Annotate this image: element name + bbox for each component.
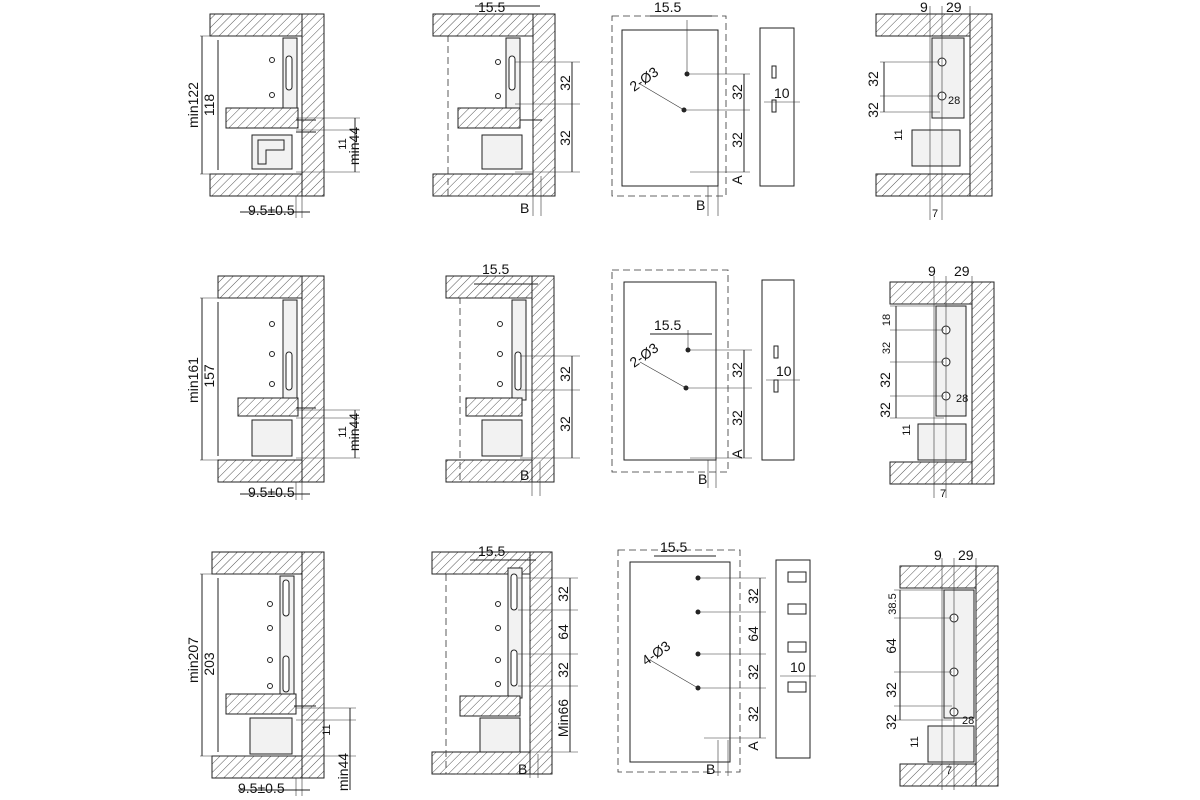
rear-spacing-2: 32 <box>877 372 893 388</box>
top-offset: 15.5 <box>478 543 505 559</box>
panel-spacing-1: 32 <box>729 362 745 378</box>
right-offset: 29 <box>946 0 962 15</box>
panel-top-offset: 15.5 <box>660 539 687 555</box>
inner-height: 118 <box>201 94 217 117</box>
min-bottom: min44 <box>346 413 362 451</box>
hole-spacing-2: 32 <box>557 130 573 146</box>
offset-dim: 9.5±0.5 <box>248 484 295 500</box>
panel-view-row2: 15.5 2-Ø3 32 32 A B 10 <box>611 269 800 488</box>
gap-dim: 11 <box>321 724 333 735</box>
gap-dim: 11 <box>337 138 349 149</box>
gap-dim: 11 <box>337 426 349 437</box>
ref-a: A <box>729 449 745 459</box>
rear-spacing-3: 32 <box>877 402 893 418</box>
front-view-row1: 15.5 32 32 B <box>432 0 580 216</box>
inner-height: 157 <box>201 364 217 388</box>
offset-dim: 9.5±0.5 <box>248 202 295 218</box>
rear-view-row1: 9 29 32 32 28 11 7 <box>865 0 993 220</box>
ref-b: B <box>520 200 529 216</box>
top-offset: 15.5 <box>478 0 505 15</box>
ref-b: B <box>518 761 527 777</box>
hole-callout: 2-Ø3 <box>627 339 662 370</box>
ref-b: B <box>698 471 707 487</box>
front-view-row3: 15.5 32 64 32 Min66 B <box>431 543 578 778</box>
overall-height: min207 <box>185 637 201 683</box>
panel-thickness: 10 <box>774 85 790 101</box>
panel-view-row1: 15.5 2-Ø3 32 32 A B 10 <box>611 0 800 216</box>
rear-view-row3: 9 29 38.5 64 32 32 28 11 7 <box>883 547 999 790</box>
hole-spacing-2: 64 <box>555 624 571 640</box>
panel-spacing-2: 64 <box>745 626 761 642</box>
hole-spacing-2: 32 <box>557 416 573 432</box>
rear-bottom: 7 <box>940 488 946 500</box>
panel-spacing-2: 32 <box>729 410 745 426</box>
hole-callout: 2-Ø3 <box>627 63 662 94</box>
rear-spacing-3: 28 <box>948 95 960 107</box>
offset-dim: 9.5±0.5 <box>238 780 285 796</box>
side-view-row1: min122 118 11 min44 9.5±0.5 <box>185 13 362 218</box>
row-3: min207 203 11 min44 9.5±0.5 <box>185 539 999 796</box>
row-2: min161 157 11 min44 9.5±0.5 15.5 <box>185 261 995 500</box>
rear-spacing-4: 28 <box>962 715 974 727</box>
left-offset: 9 <box>928 263 936 279</box>
panel-thickness: 10 <box>776 363 792 379</box>
panel-spacing-3: 32 <box>745 664 761 680</box>
rear-spacing-1: 32 <box>865 71 881 87</box>
side-view-row3: min207 203 11 min44 9.5±0.5 <box>185 551 356 796</box>
rear-spacing-3: 32 <box>883 714 899 730</box>
left-offset: 9 <box>934 547 942 563</box>
panel-spacing-4: 32 <box>745 706 761 722</box>
rear-gap: 11 <box>893 129 905 140</box>
min-bottom: min44 <box>335 753 351 791</box>
ref-b: B <box>696 197 705 213</box>
hole-spacing-1: 32 <box>555 586 571 602</box>
ref-b: B <box>706 761 715 777</box>
rear-spacing-0: 38.5 <box>887 593 899 614</box>
panel-top-offset: 15.5 <box>654 0 681 15</box>
ref-a: A <box>745 741 761 751</box>
row-1: min122 118 11 min44 9.5±0.5 <box>185 0 993 220</box>
panel-spacing-2: 32 <box>729 132 745 148</box>
right-offset: 29 <box>954 263 970 279</box>
panel-thickness: 10 <box>790 659 806 675</box>
min-bottom: min44 <box>346 127 362 165</box>
rear-bottom: 7 <box>946 765 952 777</box>
hole-spacing-1: 32 <box>557 366 573 382</box>
rear-spacing-2: 32 <box>883 682 899 698</box>
left-offset: 9 <box>920 0 928 15</box>
rear-gap: 11 <box>901 424 913 435</box>
panel-top-offset: 15.5 <box>654 317 681 333</box>
min-depth: Min66 <box>555 699 571 737</box>
overall-height: min122 <box>185 82 201 128</box>
panel-view-row3: 15.5 4-Ø3 32 64 32 32 A B 10 <box>617 539 816 777</box>
ref-b: B <box>520 467 529 483</box>
rear-spacing-1: 64 <box>883 638 899 654</box>
overall-height: min161 <box>185 357 201 403</box>
hole-spacing-3: 32 <box>555 662 571 678</box>
inner-height: 203 <box>201 652 217 676</box>
rear-spacing-2: 32 <box>865 102 881 118</box>
panel-spacing-1: 32 <box>745 588 761 604</box>
rear-bottom: 7 <box>932 208 938 220</box>
top-offset: 15.5 <box>482 261 509 277</box>
ref-a: A <box>729 175 745 185</box>
rear-spacing-0: 18 <box>881 314 893 326</box>
front-view-row2: 15.5 32 32 B <box>445 261 580 496</box>
rear-gap: 11 <box>909 736 921 747</box>
right-offset: 29 <box>958 547 974 563</box>
rear-spacing-1: 32 <box>881 342 893 354</box>
rear-view-row2: 9 29 18 32 32 32 28 11 7 <box>877 263 995 500</box>
rear-spacing-4: 28 <box>956 393 968 405</box>
hole-spacing-1: 32 <box>557 75 573 91</box>
panel-spacing-1: 32 <box>729 84 745 100</box>
side-view-row2: min161 157 11 min44 9.5±0.5 <box>185 275 362 500</box>
